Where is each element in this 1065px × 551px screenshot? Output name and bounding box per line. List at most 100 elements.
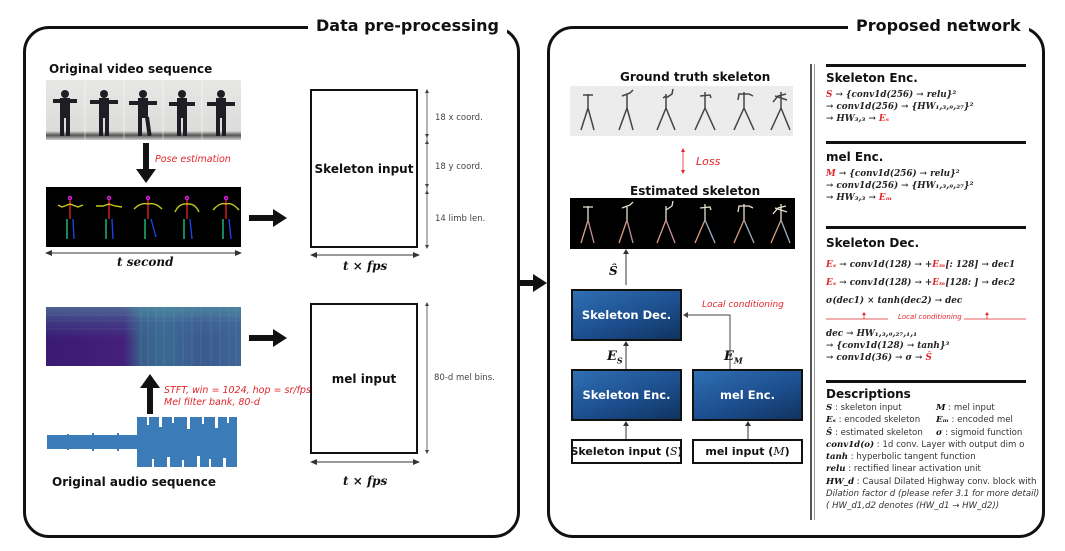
desc-em-sym: Eₘ xyxy=(936,415,949,426)
dim-y-coord: 18 y coord. xyxy=(435,162,483,172)
mel-t-fps-label: t × fps xyxy=(343,474,388,488)
skel-dec-line-6: → conv1d(36) → σ → Ŝ xyxy=(826,352,1026,364)
desc-conv1d: conv1d(o) : 1d conv. Layer with output d… xyxy=(826,439,1041,451)
desc-shat-text: : estimated skeleton xyxy=(832,427,923,438)
stft-params-label: STFT, win = 1024, hop = sr/fps Mel filte… xyxy=(164,385,311,410)
skel-enc-line-2: → conv1d(256) → {HW₁,₃,₉,₂₇}² xyxy=(826,102,974,112)
t-second-label: t second xyxy=(117,255,174,269)
dec-es-1: Eₛ xyxy=(826,260,837,270)
mel-spectrogram xyxy=(46,307,241,366)
desc-conv1d-sym: conv1d(o) xyxy=(826,439,875,450)
desc-row-1: S : skeleton input M : mel input xyxy=(826,402,1041,414)
es-label-main: E xyxy=(607,349,617,364)
mel-enc-equations: mel Enc. M → {conv1d(256) → relu}² → con… xyxy=(826,150,1026,204)
skeleton-enc-equations: Skeleton Enc. S → {conv1d(256) → relu}² … xyxy=(826,71,1026,125)
em-label-sub: M xyxy=(733,355,743,366)
dec-l1b: [: 128] → dec1 xyxy=(945,260,1016,270)
skel-enc-l1: → {conv1d(256) → relu}² xyxy=(835,90,957,100)
skel-enc-line-1: S → {conv1d(256) → relu}² xyxy=(826,89,1026,101)
mel-input-m-box: mel input (M) xyxy=(692,439,803,464)
desc-shat: Ŝ : estimated skeleton xyxy=(826,427,936,439)
close-paren-m: ) xyxy=(784,445,790,458)
desc-s: S : skeleton input xyxy=(826,402,936,414)
pose-skeletons xyxy=(57,195,240,240)
es-label: ES xyxy=(607,349,623,366)
desc-s-sym: S xyxy=(826,403,833,413)
mel-input-label: mel input xyxy=(331,371,397,386)
desc-relu-text: : rectified linear activation unit xyxy=(845,464,981,475)
s-hat-arrow xyxy=(623,249,629,285)
descriptions-title: Descriptions xyxy=(826,387,911,401)
pose-estimation-arrow xyxy=(136,143,156,183)
skel-dec-rule xyxy=(826,226,1026,229)
skeleton-input-box: Skeleton input xyxy=(310,89,418,248)
desc-relu-sym: relu xyxy=(826,464,846,475)
desc-em-text: : encoded mel xyxy=(948,415,1013,426)
dim-x-coord: 18 x coord. xyxy=(435,113,483,123)
data-preprocessing-panel xyxy=(23,26,520,538)
desc-m-text: : mel input xyxy=(945,403,995,413)
mel-enc-line-3: → HW₃,₃ → Eₘ xyxy=(826,192,1026,204)
skeleton-dims-arrow xyxy=(425,89,429,249)
skeleton-input-s-box: Skeleton input (S) xyxy=(570,439,683,464)
skeleton-decoder-box: Skeleton Dec. xyxy=(571,289,682,341)
ground-truth-skeleton-frames xyxy=(570,86,793,136)
descriptions-section: Descriptions S : skeleton input M : mel … xyxy=(826,387,1041,513)
t-second-dimension-arrow xyxy=(45,250,242,256)
dec-l6: → conv1d(36) → σ → xyxy=(826,353,926,363)
estimated-skeleton-frames xyxy=(570,198,795,249)
video-people xyxy=(53,80,235,140)
skeleton-time-arrow xyxy=(310,252,420,258)
data-preprocessing-title: Data pre-processing xyxy=(308,16,507,35)
desc-conv1d-text: : 1d conv. Layer with output dim o xyxy=(874,439,1025,450)
skeleton-encoder-box: Skeleton Enc. xyxy=(571,369,682,421)
desc-hw-sym: HW_d xyxy=(826,476,855,487)
desc-tanh-text: : hyperbolic tangent function xyxy=(848,452,976,463)
mel-input-box: mel input xyxy=(310,303,418,454)
estimated-skeleton-label: Estimated skeleton xyxy=(630,184,761,198)
proposed-network-panel xyxy=(547,26,1045,538)
desc-dilation: Dilation factor d (please refer 3.1 for … xyxy=(826,489,1040,500)
em-label-main: E xyxy=(724,349,734,364)
desc-row-3: Ŝ : estimated skeleton σ : sigmoid funct… xyxy=(826,427,1041,439)
desc-sigma-text: : sigmoid function xyxy=(942,427,1023,438)
desc-es-text: : encoded skeleton xyxy=(835,415,921,426)
desc-sigma-sym: σ xyxy=(936,427,943,438)
mel-enc-line-1: M → {conv1d(256) → relu}² xyxy=(826,168,1026,180)
stft-line-1: STFT, win = 1024, hop = sr/fps xyxy=(164,385,311,396)
skel-dec-title: Skeleton Dec. xyxy=(826,236,920,250)
local-conditioning-rule: Local conditioning xyxy=(826,310,1026,324)
ground-truth-skeletons xyxy=(580,88,791,131)
close-paren-s: ) xyxy=(677,445,683,458)
desc-s-text: : skeleton input xyxy=(832,403,902,413)
skel-enc-output: Eₛ xyxy=(878,114,890,124)
loss-label: Loss xyxy=(696,155,721,168)
desc-denotes: ( HW_d1,d2 denotes (HW_d1 → HW_d2)) xyxy=(826,501,1000,512)
mel-enc-output: Eₘ xyxy=(878,193,893,203)
desc-tanh-sym: tanh xyxy=(826,452,849,463)
estimated-skeletons xyxy=(580,200,791,244)
desc-relu: relu : rectified linear activation unit xyxy=(826,463,1041,475)
skeleton-encoder-label: Skeleton Enc. xyxy=(582,388,671,402)
mel-encoder-label: mel Enc. xyxy=(720,388,775,402)
skeleton-t-fps-label: t × fps xyxy=(343,259,388,273)
desc-hw: HW_d : Causal Dilated Highway conv. bloc… xyxy=(826,476,1041,488)
skel-enc-input: S xyxy=(826,90,833,100)
skel-enc-rule xyxy=(826,64,1026,67)
local-conditioning-connector xyxy=(683,312,731,369)
desc-row-2: Eₛ : encoded skeleton Eₘ : encoded mel xyxy=(826,414,1041,426)
s-hat-label: Ŝ xyxy=(609,264,618,278)
proposed-network-title: Proposed network xyxy=(848,16,1029,35)
desc-tanh: tanh : hyperbolic tangent function xyxy=(826,451,1041,463)
dec-es-2: Eₛ xyxy=(826,278,837,288)
mel-time-arrow xyxy=(310,459,420,465)
equations-divider xyxy=(810,64,815,520)
skeleton-input-arrow xyxy=(623,421,629,439)
skel-dec-line-2: Eₛ → conv1d(128) → +Eₘ[128: ] → dec2 xyxy=(826,274,1026,292)
video-sequence-label: Original video sequence xyxy=(49,62,213,76)
pose-estimation-label: Pose estimation xyxy=(155,154,231,165)
dec-l1a: → conv1d(128) → + xyxy=(839,260,933,270)
desc-sigma: σ : sigmoid function xyxy=(936,427,1022,439)
local-conditioning-marks xyxy=(826,312,1026,320)
desc-em: Eₘ : encoded mel xyxy=(936,414,1013,426)
